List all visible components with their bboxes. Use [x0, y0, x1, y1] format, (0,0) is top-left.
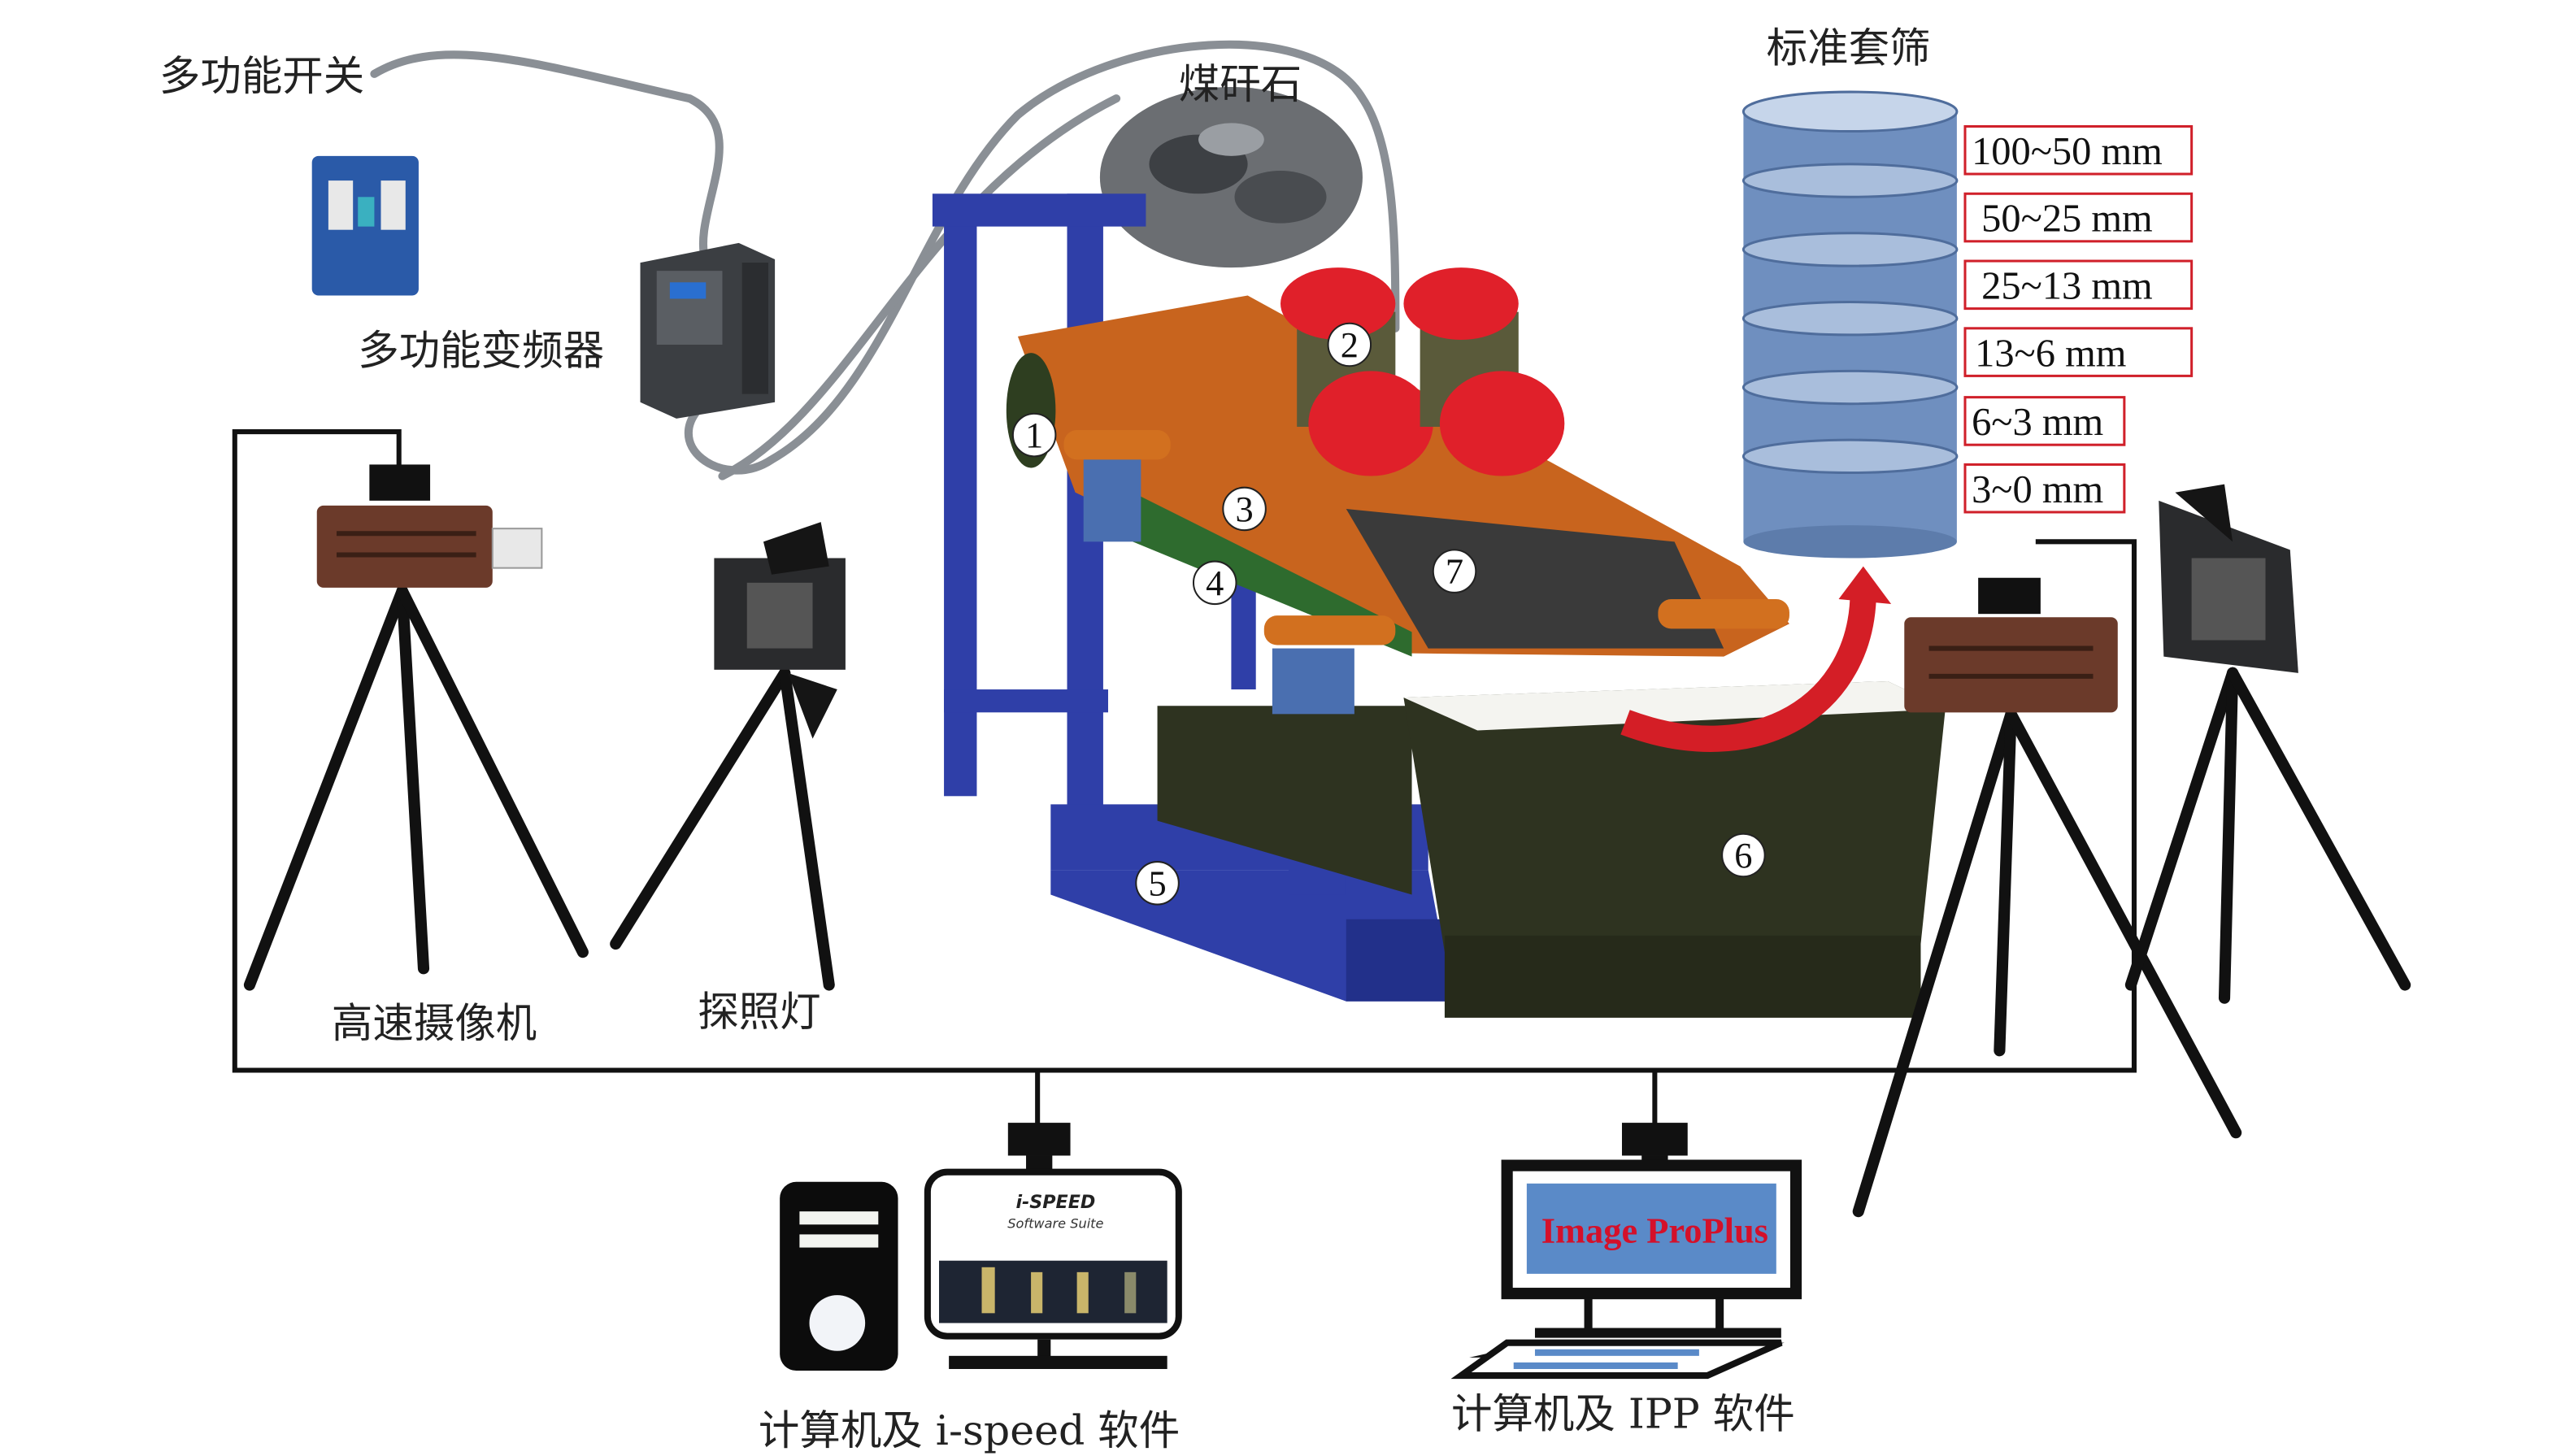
marker-7: 7 [1432, 549, 1477, 593]
marker-4: 4 [1192, 560, 1237, 606]
marker-1: 1 [1011, 412, 1057, 458]
marker-5: 5 [1135, 861, 1180, 906]
marker-6: 6 [1721, 832, 1766, 878]
frequency-inverter [640, 242, 776, 419]
sieve-size: 25~13 mm [1981, 264, 2153, 307]
ipp-title: Image ProPlus [1541, 1210, 1768, 1251]
svg-text:3: 3 [1235, 489, 1253, 529]
transfer-arrow-icon [1620, 590, 1876, 752]
searchlight-right [2124, 484, 2411, 1004]
computer-ispeed-label: 计算机及 i-speed 软件 [759, 1406, 1180, 1454]
ispeed-subtitle: Software Suite [1007, 1215, 1103, 1231]
arrow-head-icon [1838, 566, 1892, 605]
searchlight-left [610, 522, 846, 991]
signal-wires [232, 429, 2137, 1127]
svg-text:4: 4 [1206, 563, 1224, 603]
sieve-size: 13~6 mm [1975, 332, 2126, 375]
computer-ipp-label: 计算机及 IPP 软件 [1451, 1390, 1795, 1438]
high-speed-camera-left [243, 464, 589, 991]
svg-text:2: 2 [1341, 324, 1359, 365]
vibrating-screen [1006, 295, 1789, 715]
coal-gangue-label: 煤矸石 [1179, 60, 1302, 108]
sieve-size: 6~3 mm [1972, 401, 2103, 444]
searchlight-label: 探照灯 [698, 988, 820, 1036]
sieve-size: 100~50 mm [1972, 130, 2163, 173]
collection-bin [1157, 680, 1946, 1018]
multifunction-switch [311, 155, 419, 296]
component-markers: 1 2 3 4 5 6 7 [1011, 322, 1766, 906]
sieves-label: 标准套筛 [1767, 24, 1931, 72]
svg-text:7: 7 [1446, 551, 1463, 592]
marker-2: 2 [1327, 322, 1372, 367]
marker-3: 3 [1222, 486, 1267, 532]
cables [370, 40, 1400, 480]
svg-text:5: 5 [1148, 863, 1166, 903]
ispeed-title: i-SPEED [1015, 1192, 1095, 1213]
high-speed-camera-right [1852, 577, 2242, 1218]
computer-ipp: Image ProPlus [1450, 1123, 1802, 1380]
sieve-size: 3~0 mm [1972, 468, 2103, 511]
vibration-motors [1280, 267, 1565, 476]
coal-gangue-pile [1099, 87, 1363, 268]
svg-text:6: 6 [1734, 835, 1752, 876]
computer-ispeed: i-SPEED Software Suite [780, 1123, 1182, 1371]
sieve-size-labels: 100~50 mm 50~25 mm 25~13 mm 13~6 mm 6~3 … [1963, 124, 2194, 514]
camera-label: 高速摄像机 [332, 999, 537, 1047]
sieve-size: 50~25 mm [1981, 198, 2153, 241]
standard-sieve-stack [1741, 90, 1959, 558]
switch-label: 多功能开关 [159, 52, 364, 100]
inverter-label: 多功能变频器 [358, 326, 604, 374]
svg-text:1: 1 [1025, 415, 1043, 455]
